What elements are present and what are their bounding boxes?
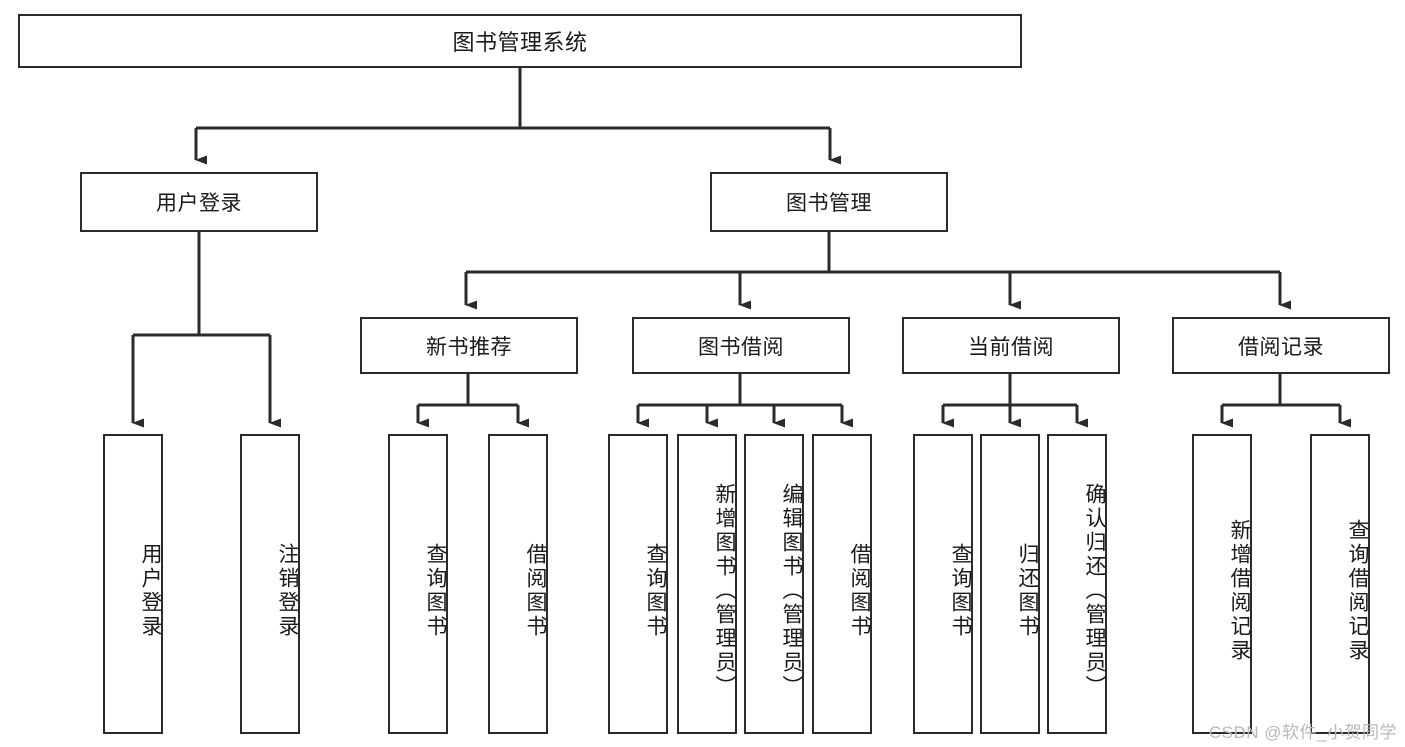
node-root-book-management-system[interactable]: 图书管理系统: [18, 14, 1022, 68]
node-borrow-record[interactable]: 借阅记录: [1172, 317, 1390, 374]
node-leaf-query-book-2[interactable]: 查询图书: [608, 434, 668, 734]
node-book-borrow[interactable]: 图书借阅: [632, 317, 850, 374]
node-label: 编辑图书（管理员）: [780, 483, 803, 699]
node-label: 借阅图书: [524, 543, 547, 639]
node-label: 借阅记录: [1238, 335, 1324, 359]
node-leaf-borrow-book-2[interactable]: 借阅图书: [812, 434, 872, 734]
node-leaf-return-book[interactable]: 归还图书: [980, 434, 1040, 734]
node-leaf-query-book-3[interactable]: 查询图书: [913, 434, 973, 734]
node-book-management[interactable]: 图书管理: [710, 172, 948, 232]
node-leaf-add-borrow-record[interactable]: 新增借阅记录: [1192, 434, 1252, 734]
node-label: 当前借阅: [968, 335, 1054, 359]
node-new-book-recommend[interactable]: 新书推荐: [360, 317, 578, 374]
node-user-login[interactable]: 用户登录: [80, 172, 318, 232]
node-label: 查询借阅记录: [1346, 519, 1369, 663]
node-label: 图书借阅: [698, 335, 784, 359]
node-label: 用户登录: [156, 192, 242, 215]
node-label: 查询图书: [644, 543, 667, 639]
node-label: 图书管理: [786, 192, 872, 215]
node-leaf-edit-book[interactable]: 编辑图书（管理员）: [744, 434, 804, 734]
node-label: 注销登录: [276, 543, 299, 639]
node-label: 借阅图书: [848, 543, 871, 639]
node-label: 用户登录: [139, 543, 162, 639]
node-label: 查询图书: [424, 543, 447, 639]
node-label: 图书管理系统: [452, 30, 588, 55]
node-label: 归还图书: [1016, 543, 1039, 639]
node-label: 新书推荐: [426, 335, 512, 359]
node-label: 确认归还（管理员）: [1083, 483, 1106, 699]
node-label: 查询图书: [949, 543, 972, 639]
node-leaf-confirm-return[interactable]: 确认归还（管理员）: [1047, 434, 1107, 734]
node-leaf-query-borrow-record[interactable]: 查询借阅记录: [1310, 434, 1370, 734]
node-leaf-add-book[interactable]: 新增图书（管理员）: [677, 434, 737, 734]
node-current-borrow[interactable]: 当前借阅: [902, 317, 1120, 374]
watermark-text: CSDN @软件_小贺同学: [1208, 723, 1397, 742]
node-leaf-query-book-1[interactable]: 查询图书: [388, 434, 448, 734]
node-label: 新增借阅记录: [1228, 519, 1251, 663]
node-label: 新增图书（管理员）: [713, 483, 736, 699]
node-leaf-borrow-book-1[interactable]: 借阅图书: [488, 434, 548, 734]
node-leaf-logout-login[interactable]: 注销登录: [240, 434, 300, 734]
node-leaf-user-login[interactable]: 用户登录: [103, 434, 163, 734]
